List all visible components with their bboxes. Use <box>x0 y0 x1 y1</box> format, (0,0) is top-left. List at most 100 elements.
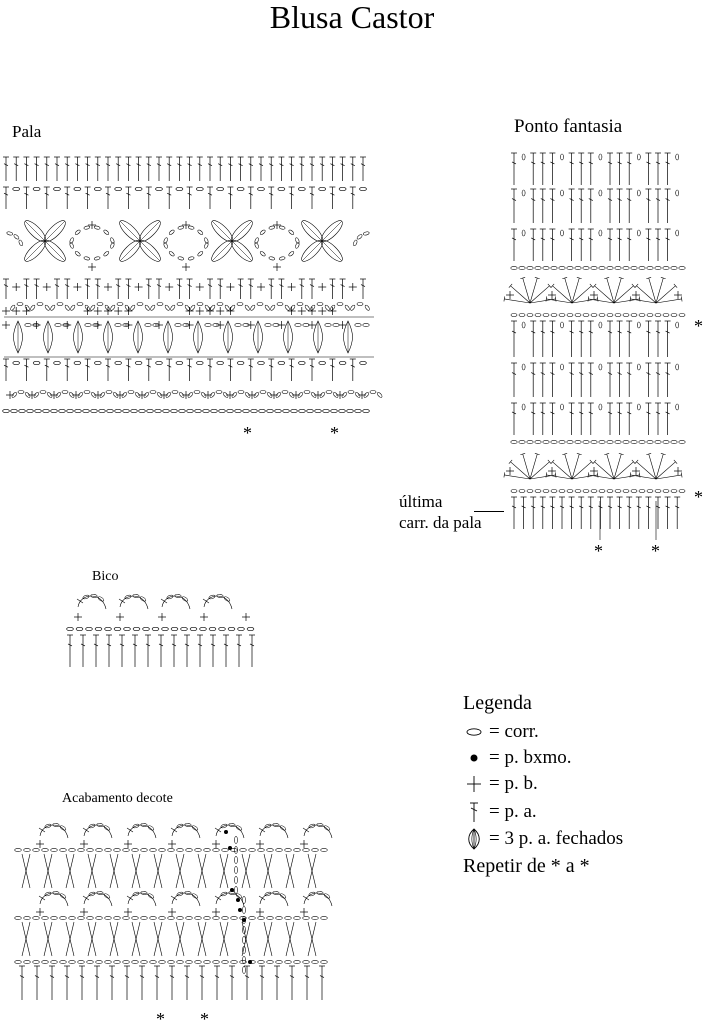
double-crochet-stitch <box>269 364 274 368</box>
double-crochet-stitch <box>94 975 100 978</box>
double-crochet-stitch <box>350 163 355 167</box>
chain-stitch <box>124 304 130 311</box>
chain-stitch <box>224 304 230 311</box>
chain-stitch <box>637 363 641 371</box>
chain-stitch <box>132 891 140 897</box>
chain-stitch <box>295 242 300 249</box>
double-crochet-stitch <box>617 505 622 509</box>
double-crochet-stitch <box>598 505 603 509</box>
single-crochet-icon <box>467 776 481 792</box>
flower-petal <box>139 240 160 261</box>
double-crochet-stitch <box>646 161 651 165</box>
chain-stitch <box>176 960 184 964</box>
double-crochet-stitch <box>85 284 90 287</box>
double-crochet-stitch <box>65 163 70 167</box>
double-crochet-stitch <box>24 163 29 167</box>
chain-stitch <box>284 960 292 964</box>
double-crochet-stitch <box>627 372 632 375</box>
chain-stitch <box>132 823 140 829</box>
chain-stitch <box>675 363 679 371</box>
double-crochet-stitch <box>350 192 355 196</box>
double-crochet-stitch <box>531 330 536 334</box>
double-crochet-stitch <box>646 411 651 415</box>
double-crochet-stitch <box>105 192 111 196</box>
chain-stitch <box>24 323 32 327</box>
double-crochet-stitch <box>207 284 213 287</box>
double-crochet-stitch <box>511 161 517 165</box>
chain-stitch <box>630 440 638 444</box>
chain-stitch <box>218 408 226 413</box>
picot-arc <box>302 895 310 901</box>
chain-stitch <box>234 323 242 327</box>
double-crochet-stitch <box>350 364 355 368</box>
chain-stitch <box>606 489 614 493</box>
chain-stitch <box>59 960 67 964</box>
fan-stitch <box>680 472 683 478</box>
crossed-stitch <box>109 853 119 889</box>
fan-stitch <box>673 459 678 464</box>
picot-arc <box>119 595 149 610</box>
double-crochet-stitch <box>579 505 584 509</box>
crossed-stitch <box>153 921 163 957</box>
double-crochet-stitch <box>279 163 284 167</box>
chain-stitch <box>574 489 582 493</box>
double-crochet-stitch <box>258 163 264 167</box>
double-crochet-stitch <box>238 284 243 287</box>
fan-stitch <box>646 453 652 456</box>
chain-stitch <box>614 489 622 493</box>
chain-stitch <box>560 363 564 371</box>
chain-stitch <box>203 916 211 920</box>
double-crochet-stitch <box>579 372 584 375</box>
chain-stitch <box>187 392 193 398</box>
double-crochet-stitch <box>197 163 202 167</box>
chain-stitch <box>338 408 346 413</box>
acabamento-chart <box>14 823 333 1000</box>
chain-stitch <box>646 489 654 493</box>
chain-stitch <box>521 363 526 371</box>
chain-stitch <box>521 321 526 329</box>
flower-petal <box>231 240 252 261</box>
chain-stitch <box>606 266 614 270</box>
double-crochet-stitch <box>199 975 205 978</box>
chain-stitch <box>151 626 160 631</box>
chain-stitch <box>598 440 606 444</box>
chain-stitch <box>558 440 566 444</box>
chain-stitch <box>293 960 301 964</box>
fan-stitch <box>564 277 573 304</box>
chain-stitch <box>234 856 238 864</box>
chain-stitch <box>171 390 179 394</box>
chain-stitch <box>122 848 130 852</box>
chain-stitch <box>228 823 236 827</box>
chain-stitch <box>52 891 60 895</box>
double-crochet-stitch <box>340 284 345 287</box>
fan-stitch <box>648 453 657 480</box>
double-crochet-stitch <box>531 237 536 241</box>
flower-petal <box>44 240 65 261</box>
double-crochet-stitch <box>14 163 19 167</box>
chain-stitch <box>210 408 218 413</box>
chain-stitch <box>272 891 280 895</box>
chain-stitch <box>25 392 31 398</box>
double-crochet-stitch <box>540 237 545 241</box>
chain-stitch <box>44 891 52 897</box>
chain-stitch <box>178 408 186 413</box>
chain-stitch <box>637 403 641 411</box>
repeat-asterisk: * <box>694 487 703 507</box>
double-crochet-stitch <box>540 330 545 334</box>
chain-stitch <box>257 916 265 920</box>
chain-stitch <box>526 266 534 270</box>
flower-petal <box>302 221 323 242</box>
chain-stitch <box>270 304 276 311</box>
crossed-stitch <box>131 921 141 957</box>
chain-stitch <box>168 229 175 235</box>
chain-stitch <box>598 321 603 329</box>
double-crochet-stitch <box>655 198 661 201</box>
fan-stitch <box>613 461 634 480</box>
legend-text: = 3 p. a. fechados <box>489 828 624 849</box>
chain-stitch <box>324 304 330 311</box>
chain-stitch <box>521 229 526 237</box>
chain-stitch <box>73 186 82 191</box>
double-crochet-stitch <box>531 505 536 509</box>
fan-stitch <box>534 453 540 456</box>
chain-stitch <box>114 361 122 366</box>
